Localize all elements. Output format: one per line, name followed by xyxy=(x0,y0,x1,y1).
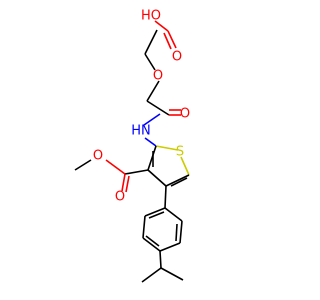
bond-c4-to-phenyl xyxy=(164,185,167,209)
bond-n-to-thiophene-c2 xyxy=(144,137,157,147)
atom-amide-carbonyl-o: O xyxy=(180,107,190,122)
atom-ether-o: O xyxy=(153,69,163,84)
bond-ester-o-to-methyl xyxy=(74,159,92,171)
bond-thiophene-c2-s xyxy=(155,145,179,151)
atom-hydroxyl-o: HO xyxy=(141,9,161,24)
bonds xyxy=(74,20,190,283)
bond-isopropyl-ch-to-methyl-right xyxy=(160,267,184,281)
bond-phenyl-2-3 xyxy=(179,220,183,244)
bond-ether-o-to-ch2 xyxy=(146,80,160,102)
bond-phenyl-inner-2-3 xyxy=(175,223,178,242)
atom-acid-carbonyl-o: O xyxy=(172,50,182,65)
bond-acid-c-to-carbonyl-o xyxy=(167,30,177,49)
bond-ch2-to-amide-c xyxy=(146,100,170,116)
atom-amide-n: HN xyxy=(131,124,151,139)
bond-thiophene-c5-c4 xyxy=(165,174,190,187)
bond-amide-c-to-n xyxy=(143,113,161,126)
bond-phenyl-6-1 xyxy=(144,207,166,217)
bond-phenyl-inner-4-5 xyxy=(145,235,160,247)
bond-acid-c-to-ch2 xyxy=(144,29,158,55)
bond-c3-to-ester-c xyxy=(124,169,149,175)
bond-ch2-to-ether-o xyxy=(144,53,156,71)
bond-thiophene-c3-c2 xyxy=(147,145,157,171)
bond-ester-c-to-ether-o xyxy=(105,159,126,175)
atom-labels: HO O O O HN S O O xyxy=(93,9,190,205)
molecule-structure-diagram: HO O O O HN S O O xyxy=(74,9,190,283)
bond-thiophene-s-c5 xyxy=(180,156,190,176)
bond-ester-c-to-carbonyl-o-double xyxy=(125,175,130,193)
bond-thiophene-c4-c3 xyxy=(147,169,167,187)
bond-phenyl-inner-6-1 xyxy=(148,211,165,219)
bond-phenyl-1-2 xyxy=(164,207,183,222)
bond-acid-c-to-carbonyl-o-double xyxy=(163,32,172,50)
bond-phenyl-4-5 xyxy=(142,237,161,252)
bond-phenyl-3-4 xyxy=(159,242,181,252)
bond-isopropyl-ch-to-methyl-left xyxy=(141,267,162,283)
bond-phenyl-5-6 xyxy=(142,215,146,239)
atom-thiophene-s: S xyxy=(176,145,184,160)
atom-ester-carbonyl-o: O xyxy=(115,190,125,205)
bond-ester-c-to-carbonyl-o xyxy=(121,173,126,192)
bond-phenyl-to-isopropyl-ch xyxy=(159,250,162,269)
bond-hydroxyl-o-to-acid-c xyxy=(154,20,169,32)
atom-ester-ether-o: O xyxy=(93,149,103,164)
bond-thiophene-inner-c4-c5 xyxy=(170,177,188,187)
